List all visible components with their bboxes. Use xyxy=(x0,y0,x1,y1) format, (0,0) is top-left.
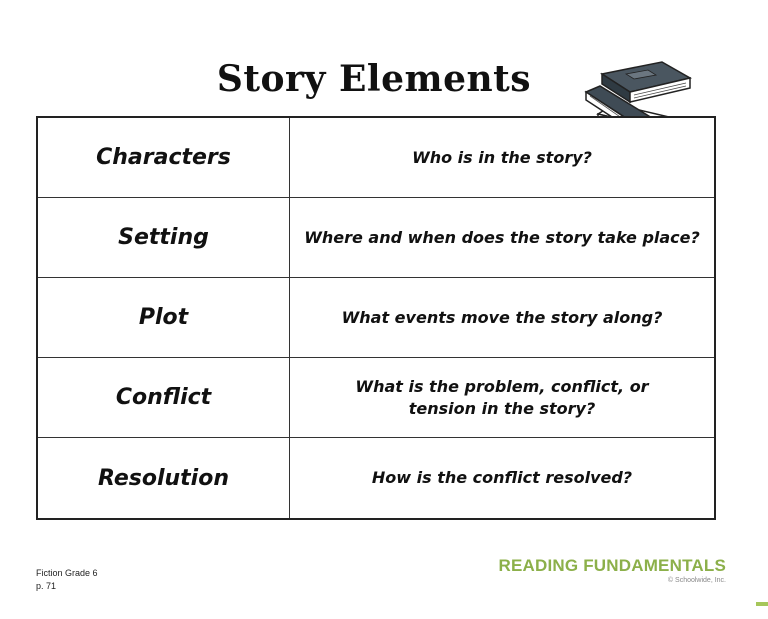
definition-characters: Who is in the story? xyxy=(290,118,714,198)
source-book: Fiction Grade 6 xyxy=(36,568,98,578)
term-setting: Setting xyxy=(38,198,290,278)
copyright-text: © Schoolwide, Inc. xyxy=(667,577,726,584)
term-characters: Characters xyxy=(38,118,290,198)
definition-setting: Where and when does the story take place… xyxy=(290,198,714,278)
edge-color-mark xyxy=(756,602,768,606)
definition-conflict: What is the problem, conflict, or tensio… xyxy=(290,358,714,438)
page-title: Story Elements xyxy=(216,58,532,100)
definition-resolution: How is the conflict resolved? xyxy=(371,468,633,487)
term-conflict: Conflict xyxy=(38,358,290,438)
brand-logo-text: READING FUNDAMENTALS xyxy=(498,556,726,575)
term-resolution: Resolution xyxy=(38,438,290,518)
definition-plot: What events move the story along? xyxy=(290,278,714,358)
term-plot: Plot xyxy=(38,278,290,358)
source-page: p. 71 xyxy=(36,581,57,591)
source-reference: Fiction Grade 6 p. 71 xyxy=(36,567,98,593)
brand-block: READING FUNDAMENTALS © Schoolwide, Inc. xyxy=(498,556,726,584)
book-top xyxy=(600,61,693,104)
story-elements-table: Characters Who is in the story? Setting … xyxy=(36,116,716,520)
